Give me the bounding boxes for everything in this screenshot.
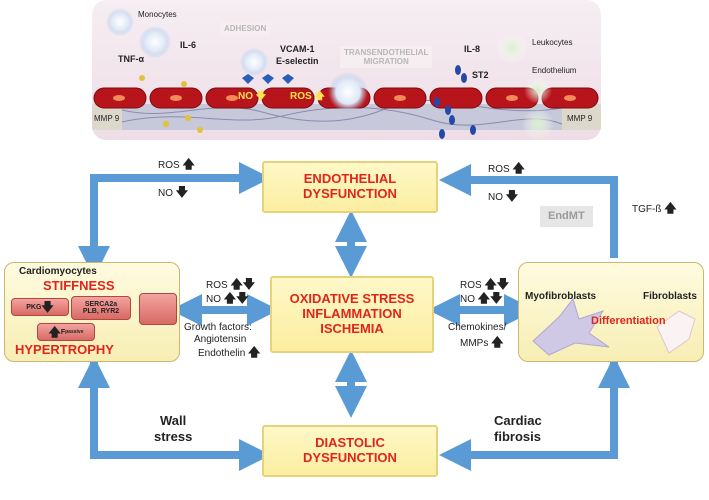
up-down-arrow-icon: 🡅🡇 (223, 291, 249, 305)
growth-factors-label: Growth factors: (184, 322, 252, 333)
up-arrow-icon: 🡅 (512, 161, 525, 175)
fibroblasts-label: Fibroblasts (643, 291, 697, 302)
transmigration-tag: TRANSENDOTHELIAL MIGRATION (340, 46, 433, 68)
serca-label: SERCA2a PLB, RYR2 (82, 301, 120, 315)
up-arrow-icon: 🡅 (48, 325, 61, 339)
down-arrow-icon: 🡇 (175, 185, 189, 199)
no-top-left: NO 🡇 (158, 185, 189, 199)
mmp9-left-label: MMP 9 (94, 114, 120, 123)
ros-mid-left: ROS 🡅🡇 (206, 277, 256, 291)
fpassive-sub: passive (65, 328, 84, 335)
wall-label: Wall (160, 413, 187, 428)
adhesion-tag: ADHESION (220, 22, 271, 35)
chemokines-label: Chemokines/ (448, 322, 507, 333)
myofibroblasts-label: Myofibroblasts (525, 291, 597, 302)
down-arrow-icon: 🡇 (41, 300, 54, 314)
cardiomyocytes-panel: Cardiomyocytes STIFFNESS PKG 🡇 SERCA2a P… (4, 262, 180, 362)
serca-cell: SERCA2a PLB, RYR2 (71, 296, 131, 320)
diastolic-line-1: DIASTOLIC (315, 435, 385, 451)
angiotensin-label: Angiotensin (194, 334, 247, 345)
arrow-right-to-endothelial (439, 164, 618, 258)
eselectin-label: E-selectin (276, 56, 319, 66)
st2-label: ST2 (472, 70, 489, 80)
diastolic-dysfunction-box: DIASTOLIC DYSFUNCTION (262, 425, 438, 477)
cardiac-label: Cardiac (494, 413, 542, 428)
no-vessel-label: NO 🡇 (238, 91, 267, 102)
endothelial-line-1: ENDOTHELIAL (303, 171, 397, 187)
up-arrow-icon: 🡅 (491, 335, 504, 349)
down-arrow-icon: 🡇 (505, 189, 519, 203)
no-mid-left: NO 🡅🡇 (206, 291, 249, 305)
leukocytes-label: Leukocytes (532, 38, 573, 47)
vessel-panel: Monocytes Leukocytes Endothelium TNF-α I… (92, 0, 601, 140)
no-top-right: NO 🡇 (488, 189, 519, 203)
ros-top-right: ROS 🡅 (488, 161, 525, 175)
oxidative-line-3: ISCHEMIA (320, 320, 384, 336)
vessel-art (92, 8, 601, 140)
endothelial-line-2: DYSFUNCTION (303, 186, 397, 201)
endothelin-label: Endothelin 🡅 (198, 345, 261, 359)
up-arrow-icon: 🡅 (182, 157, 195, 171)
pkg-cell: PKG 🡇 (11, 298, 69, 316)
cardiomyocytes-title: Cardiomyocytes (19, 266, 97, 277)
diastolic-line-2: DYSFUNCTION (303, 450, 397, 465)
oxidative-stress-box: OXIDATIVE STRESS INFLAMMATION ISCHEMIA (270, 276, 434, 353)
myocyte-stack (139, 293, 177, 325)
up-down-arrow-icon: 🡅🡇 (477, 291, 503, 305)
up-down-arrow-icon: 🡅🡇 (484, 277, 510, 291)
ros-vessel-label: ROS 🡅 (290, 91, 325, 102)
down-arrow-icon: 🡇 (255, 91, 267, 102)
oxidative-line-1: OXIDATIVE STRESS (289, 291, 415, 307)
fpassive-label: F (60, 328, 66, 336)
il8-label: IL-8 (464, 44, 481, 54)
ros-mid-right: ROS 🡅🡇 (460, 277, 510, 291)
fibrosis-label: fibrosis (494, 429, 541, 444)
up-arrow-icon: 🡅 (314, 91, 325, 102)
differentiation-label: Differentiation (591, 315, 666, 327)
oxidative-line-2: INFLAMMATION (302, 306, 402, 322)
up-arrow-icon: 🡅 (248, 345, 261, 359)
tgf-label: TGF-ß 🡅 (632, 201, 677, 215)
ros-top-left: ROS 🡅 (158, 157, 195, 171)
no-mid-right: NO 🡅🡇 (460, 291, 503, 305)
endmt-label: EndMT (540, 206, 593, 227)
mmp9-right-label: MMP 9 (567, 114, 593, 123)
hypertrophy-label: HYPERTROPHY (15, 342, 114, 357)
endothelium-label: Endothelium (532, 66, 577, 75)
tnf-label: TNF-α (118, 54, 145, 64)
mmps-label: MMPs 🡅 (460, 335, 504, 349)
fpassive-cell: 🡅 F passive (37, 323, 95, 341)
stiffness-label: STIFFNESS (43, 278, 115, 293)
il6-label: IL-6 (180, 40, 197, 50)
monocytes-label: Monocytes (138, 10, 177, 19)
endothelial-dysfunction-box: ENDOTHELIAL DYSFUNCTION (262, 161, 438, 213)
fibroblast-art (532, 297, 696, 356)
stress-label: stress (154, 429, 193, 444)
up-arrow-icon: 🡅 (664, 201, 677, 215)
fibroblasts-panel: Myofibroblasts Fibroblasts Differentiati… (518, 262, 704, 362)
pkg-label: PKG (26, 303, 42, 311)
up-down-arrow-icon: 🡅🡇 (230, 277, 256, 291)
vcam-label: VCAM-1 (280, 44, 315, 54)
